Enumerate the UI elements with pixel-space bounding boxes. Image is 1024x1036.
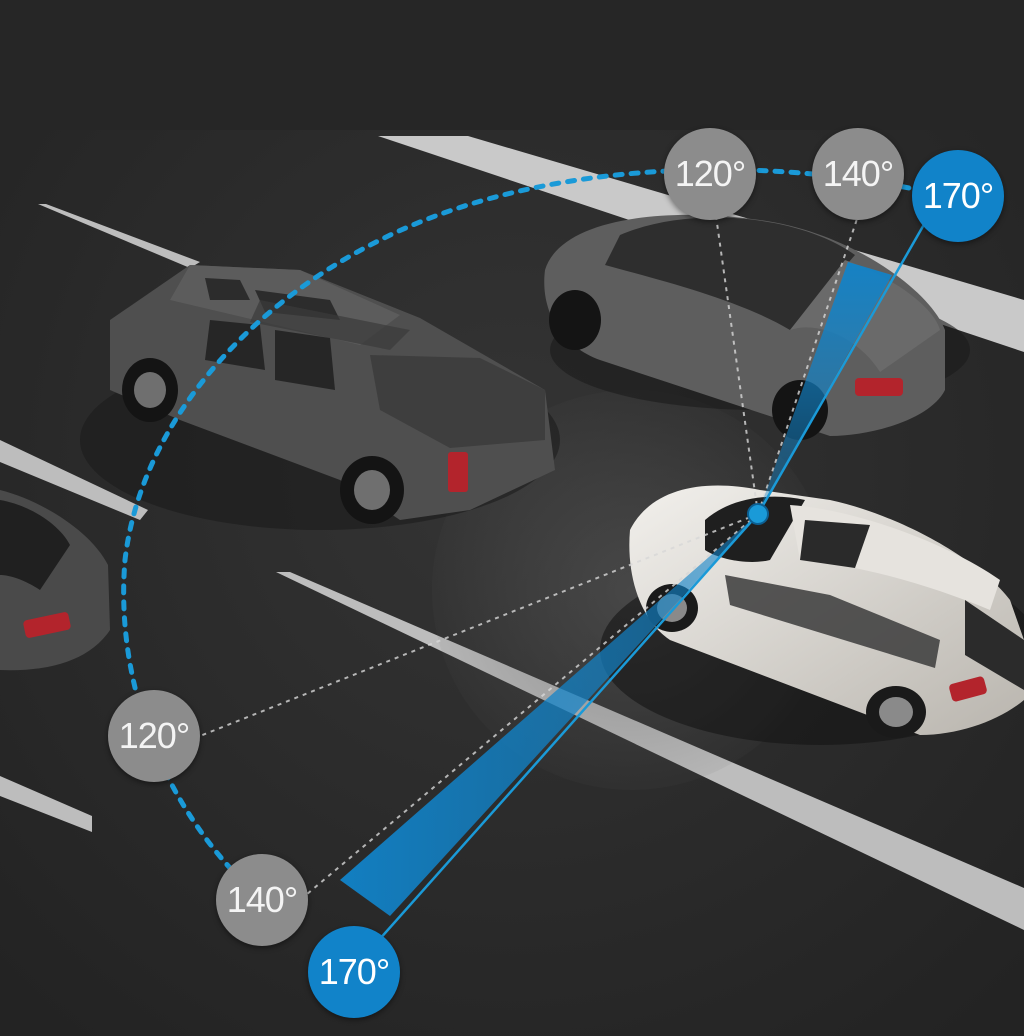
rear-170-badge: 170° <box>308 926 400 1018</box>
fov-edge-line <box>369 513 759 951</box>
camera-point-icon <box>747 503 769 525</box>
fov-wedge-front <box>758 262 892 514</box>
rear-140-badge: 140° <box>216 854 308 946</box>
dark-sedan-left <box>0 490 110 671</box>
lane-marking <box>38 204 200 268</box>
lane-marking <box>0 776 92 832</box>
top-shadow <box>0 0 1024 130</box>
pickup-truck <box>80 265 560 530</box>
fov-wedge-rear <box>340 514 758 916</box>
rear-120-badge: 120° <box>108 690 200 782</box>
angle-guide-lines <box>199 215 859 901</box>
front-120-badge: 120° <box>664 128 756 220</box>
fov-edge-line <box>756 213 932 515</box>
lane-marking <box>0 440 148 520</box>
front-140-badge: 140° <box>812 128 904 220</box>
front-170-badge: 170° <box>912 150 1004 242</box>
